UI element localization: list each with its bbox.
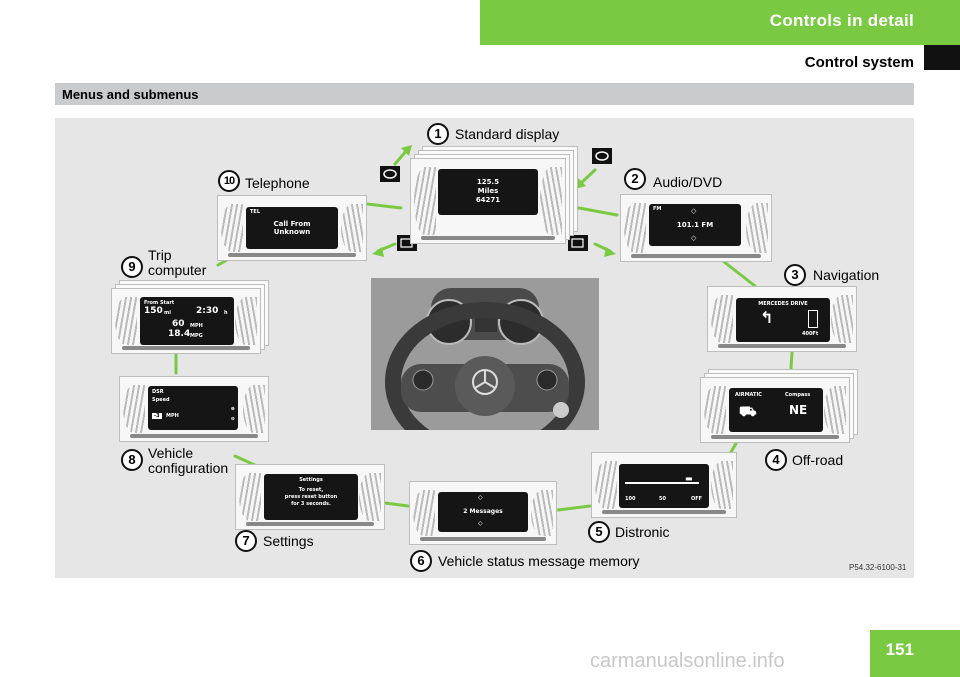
page-number-tab: 151 [870, 630, 960, 677]
item-number-4: 4 [765, 449, 787, 471]
section-title: Menus and submenus [62, 87, 199, 102]
steering-wheel-drawing [371, 278, 599, 430]
vehicle-speed-value: -3 [152, 413, 162, 419]
settings-title: Settings [299, 477, 323, 483]
section-bar: Menus and submenus [55, 83, 914, 105]
down-arrow-icon: ◇ [478, 520, 483, 527]
minus-icon: ⊖ [230, 416, 235, 422]
steering-wheel-photo [371, 278, 599, 430]
item-number-7: 7 [235, 530, 257, 552]
audio-fm-tag: FM [653, 206, 662, 212]
trip-speed-unit: MPH [190, 323, 203, 329]
vehicle-speed-unit: MPH [166, 413, 179, 419]
off-road-module: AIRMATIC Compass ⛟ NE [700, 369, 860, 449]
offroad-direction: NE [789, 403, 808, 417]
up-arrow-icon: ◇ [478, 494, 483, 501]
item-label-off-road: Off-road [792, 452, 844, 468]
navigation-module: MERCEDES DRIVE ↰ 400Ft [707, 286, 861, 354]
item-label-vehicle-configuration: Vehicle configuration [148, 446, 228, 476]
standard-unit: Miles [477, 187, 499, 195]
standard-odometer: 64271 [475, 196, 501, 204]
item-label-navigation: Navigation [813, 267, 880, 283]
page-number: 151 [885, 640, 914, 659]
header-section-tab: Controls in detail [480, 0, 960, 45]
standard-display-module: 125.5 Miles 64271 [410, 146, 582, 246]
offroad-airmatic-label: AIRMATIC [735, 392, 762, 398]
down-arrow-icon: ◇ [691, 234, 697, 242]
header-black-marker [924, 45, 960, 70]
status-messages-text: 2 Messages [463, 508, 503, 515]
settings-line-4: for 3 seconds. [291, 501, 331, 507]
standard-speed-value: 125.5 [476, 178, 500, 186]
item-number-6: 6 [410, 550, 432, 572]
vehicle-dsr-label: DSR [152, 389, 164, 395]
distance-bar-icon [808, 310, 818, 328]
header-section-title: Controls in detail [769, 11, 914, 30]
item-label-trip: Trip [148, 247, 172, 263]
item-number-10: 10 [218, 170, 240, 192]
figure-code: P54.32-6100-31 [849, 563, 907, 572]
item-label-vehicle: Vehicle [148, 445, 194, 461]
trip-mpg: 18.4 [168, 329, 191, 339]
item-label-settings: Settings [263, 533, 314, 549]
item-label-telephone: Telephone [245, 175, 310, 191]
item-label-standard-display: Standard display [455, 126, 560, 142]
item-label-distronic: Distronic [615, 524, 670, 540]
trip-speed: 60 [172, 319, 185, 329]
telephone-line-2: Unknown [273, 228, 311, 236]
item-number-2: 2 [624, 168, 646, 190]
item-label-trip-computer: Trip computer [148, 248, 206, 278]
up-arrow-icon: ◇ [691, 207, 697, 215]
settings-module: Settings To reset, press reset button fo… [235, 464, 387, 532]
vehicle-icon: ⛟ [739, 404, 757, 420]
distronic-tick-1: 100 [625, 496, 636, 502]
status-message-module: ◇ 2 Messages ◇ [409, 481, 561, 549]
distronic-module: ▬ 100 50 OFF [591, 452, 741, 520]
trip-distance-unit: mi [164, 310, 171, 316]
settings-line-2: To reset, [298, 487, 324, 493]
item-label-configuration: configuration [148, 460, 229, 476]
distronic-tick-2: 50 [659, 496, 666, 502]
offroad-compass-label: Compass [785, 392, 811, 398]
plus-icon: ⊕ [230, 406, 235, 412]
item-label-audio-dvd: Audio/DVD [653, 174, 723, 190]
watermark: carmanualsonline.info [590, 650, 785, 672]
item-number-1: 1 [427, 123, 449, 145]
telephone-module: TEL Call From Unknown [217, 195, 369, 263]
item-number-5: 5 [588, 521, 610, 543]
vehicle-configuration-module: DSR Speed -3 MPH ⊕ ⊖ [119, 376, 271, 444]
trip-time: 2:30 [196, 306, 219, 316]
turn-left-icon: ↰ [760, 308, 774, 327]
settings-line-3: press reset button [284, 494, 338, 500]
car-icon: ▬ [685, 474, 693, 483]
navigation-title: MERCEDES DRIVE [758, 301, 808, 307]
trip-distance: 150 [144, 306, 163, 316]
audio-dvd-module: FM ◇ 101.1 FM ◇ [620, 194, 776, 274]
header-subsection-title: Control system [804, 54, 914, 71]
menu-diagram-figure: 125.5 Miles 64271 1 Standard display FM … [55, 118, 914, 578]
trip-mpg-unit: MPG [190, 333, 203, 339]
navigation-distance: 400Ft [802, 331, 819, 337]
item-label-status-memory: Vehicle status message memory [438, 553, 640, 569]
item-number-9: 9 [121, 256, 143, 278]
audio-frequency: 101.1 FM [676, 221, 714, 229]
trip-time-unit: h [224, 310, 228, 316]
distronic-tick-3: OFF [691, 496, 703, 502]
vehicle-speed-label: Speed [152, 397, 170, 403]
telephone-line-1: Call From [273, 220, 311, 228]
item-number-8: 8 [121, 449, 143, 471]
trip-computer-module: From Start 150 mi 2:30 h 60 MPH 18.4 MPG [111, 280, 273, 356]
distronic-range-line [625, 482, 699, 484]
trip-head: From Start [144, 300, 175, 306]
telephone-tag: TEL [250, 209, 261, 215]
item-number-3: 3 [784, 264, 806, 286]
item-label-computer: computer [148, 262, 207, 278]
